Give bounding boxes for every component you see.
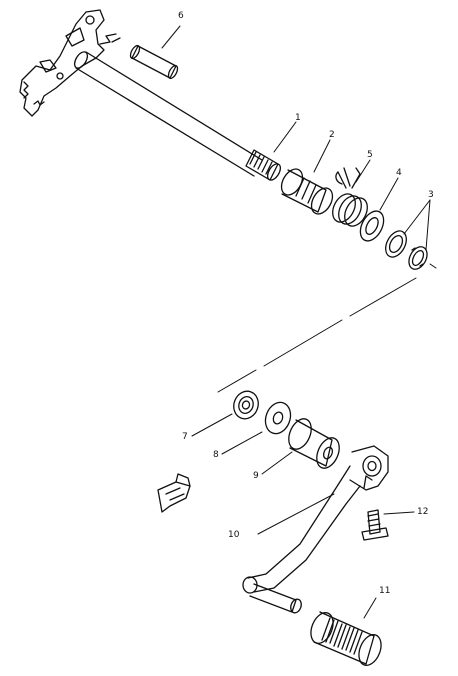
leader-lines <box>162 26 430 618</box>
washer <box>356 207 389 245</box>
torsion-spring <box>328 168 372 230</box>
clip-bracket <box>158 474 190 512</box>
circlips <box>381 227 430 272</box>
pedal-rubber <box>307 609 386 668</box>
shift-pedal <box>243 446 388 614</box>
pinch-bolt <box>362 510 388 540</box>
pin <box>129 44 180 80</box>
bushing <box>284 415 343 471</box>
oil-seal <box>230 388 262 423</box>
alignment-line <box>218 264 436 392</box>
thrust-washer <box>261 399 294 437</box>
shift-shaft <box>20 10 283 182</box>
collar <box>277 165 337 217</box>
